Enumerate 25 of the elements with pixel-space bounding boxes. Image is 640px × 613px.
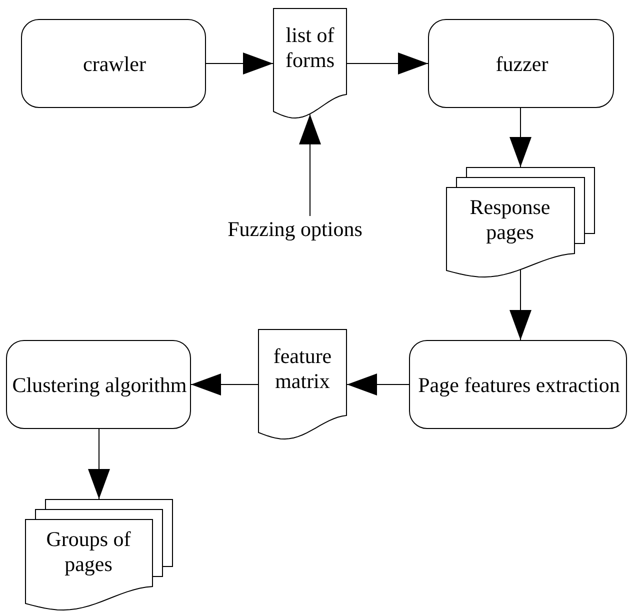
process-box bbox=[428, 19, 614, 108]
arrow bbox=[346, 374, 410, 396]
node-label: feature matrix bbox=[272, 344, 333, 394]
arrow bbox=[190, 374, 258, 396]
document-shape bbox=[258, 329, 347, 440]
arrow bbox=[299, 114, 321, 216]
process-box bbox=[409, 340, 627, 429]
node-label: list of forms bbox=[284, 22, 336, 74]
node-label: Page features extraction bbox=[418, 372, 620, 398]
node-label: Groups of pages bbox=[45, 526, 132, 578]
node-label: Fuzzing options bbox=[228, 217, 362, 243]
node-label: Response pages bbox=[468, 194, 552, 245]
node-label: crawler bbox=[83, 52, 146, 78]
node-label: fuzzer bbox=[496, 52, 548, 78]
arrow bbox=[346, 52, 428, 74]
multi-document-shape bbox=[446, 167, 595, 278]
multi-document-shape bbox=[25, 499, 173, 611]
arrow bbox=[206, 52, 274, 74]
process-box bbox=[6, 340, 191, 429]
arrow bbox=[88, 428, 110, 500]
document-shape bbox=[273, 8, 347, 119]
arrow bbox=[510, 108, 532, 168]
process-box bbox=[21, 19, 206, 108]
node-label: Clustering algorithm bbox=[12, 372, 187, 398]
arrow bbox=[510, 269, 532, 340]
